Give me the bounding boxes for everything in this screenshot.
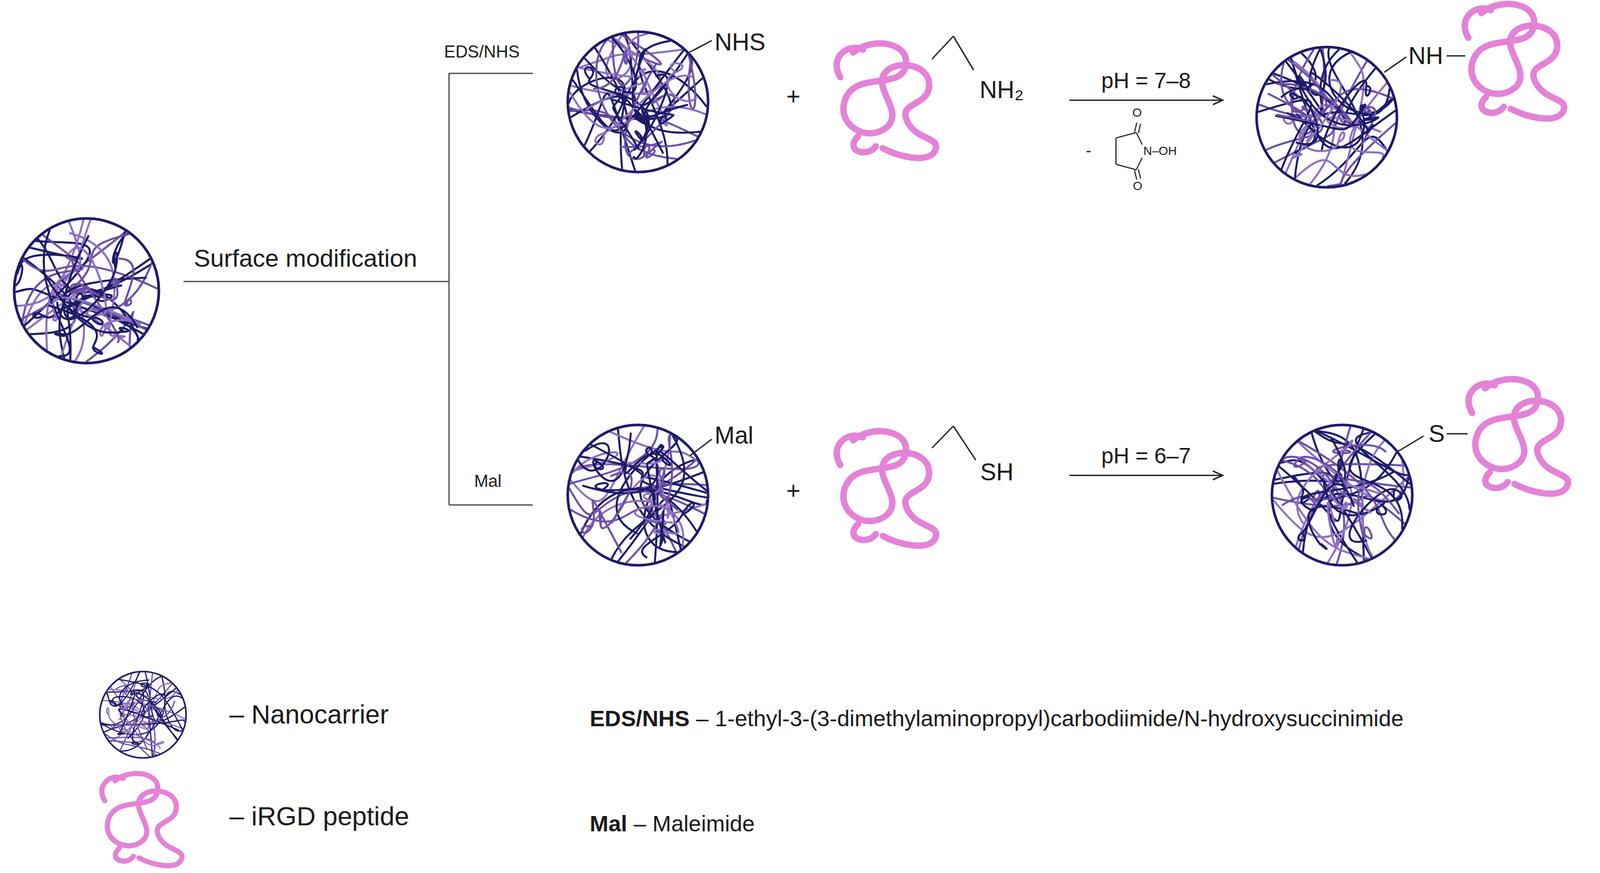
nanocarrier-node: S	[1222, 377, 1574, 575]
legend-text: – Nanocarrier	[229, 700, 389, 730]
nanocarrier-node: SH	[832, 416, 1070, 554]
legend-text: – iRGD peptide	[229, 802, 410, 832]
legend-peptide-icon	[101, 773, 182, 866]
abbreviation: EDS/NHS	[589, 706, 690, 732]
polymer-strands	[1257, 48, 1396, 187]
polymer-strands	[15, 219, 158, 362]
nanocarrier-illustration	[14, 218, 159, 364]
atom-label: N–OH	[1143, 144, 1177, 158]
abbreviation-definition: – Maleimide	[633, 811, 755, 837]
abbreviation: Mal	[589, 811, 627, 837]
branch-label: Mal	[474, 472, 502, 491]
bond-line	[688, 40, 712, 53]
group-label: SH	[980, 458, 1014, 486]
bond-line	[953, 426, 976, 460]
node-illustration	[1222, 377, 1574, 575]
branch-bracket	[183, 73, 533, 505]
node-illustration	[832, 32, 1070, 170]
bond-line	[1446, 433, 1468, 435]
node-illustration	[558, 416, 789, 581]
node-illustration	[1222, 5, 1574, 198]
legend-nanocarrier-icon	[99, 671, 187, 758]
atom-label: O	[1132, 179, 1143, 193]
nanocarrier-node: NH₂	[832, 32, 1070, 170]
polymer-strands	[569, 426, 707, 563]
peptide-strand	[836, 43, 937, 158]
bond-line	[931, 426, 954, 448]
plus-sign: +	[786, 477, 801, 504]
reaction-condition: pH = 6–7	[1098, 443, 1193, 468]
nanocarrier-node: Mal	[558, 416, 789, 581]
bond-line	[953, 36, 974, 71]
peptide-strand	[836, 430, 937, 546]
nanocarrier-node: NHS	[558, 21, 789, 187]
group-label: Mal	[714, 422, 754, 449]
group-label: S	[1428, 420, 1445, 447]
byproduct-sign: -	[1085, 141, 1092, 160]
group-label: NH	[1408, 42, 1444, 69]
reaction-arrow	[1069, 474, 1223, 477]
node-illustration	[832, 416, 1070, 554]
group-label: NHS	[714, 29, 766, 56]
atom-label: O	[1132, 106, 1142, 120]
plus-sign: +	[786, 83, 801, 110]
branch-label: EDS/NHS	[444, 42, 520, 62]
polymer-strands	[101, 672, 186, 757]
peptide-strand	[1468, 378, 1569, 494]
bond-line	[1446, 55, 1466, 57]
group-label: NH₂	[979, 76, 1024, 103]
nhs-molecule	[1115, 122, 1143, 180]
peptide-strand	[101, 773, 182, 866]
bond-line	[689, 439, 712, 456]
reaction-arrow	[1069, 99, 1223, 102]
polymer-strands	[568, 32, 707, 171]
bond-line	[1396, 435, 1424, 453]
polymer-strands	[1273, 426, 1411, 564]
peptide-strand	[1464, 3, 1565, 119]
abbreviation-definition: – 1-ethyl-3-(3-dimethylaminopropyl)carbo…	[695, 706, 1404, 732]
step-label: Surface modification	[193, 244, 418, 273]
reaction-condition: pH = 7–8	[1098, 68, 1193, 93]
bond-line	[1384, 56, 1407, 73]
bond-line	[931, 36, 954, 60]
nanocarrier-node: NH	[1222, 5, 1574, 198]
